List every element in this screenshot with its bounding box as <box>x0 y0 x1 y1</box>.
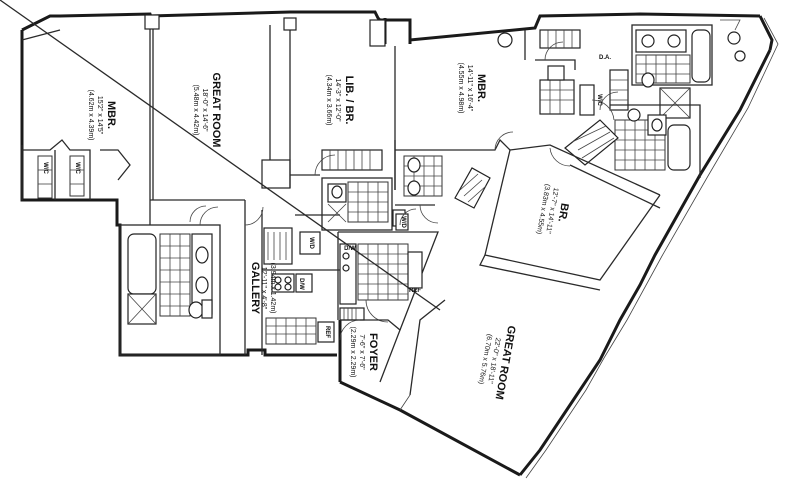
foyer-label: FOYER 7'-6" x 7'-6" (2.29m x 2.29m) <box>349 327 379 378</box>
mbr-east-dim1: 14'-11" x 16'-4" <box>466 65 473 112</box>
great-west-label: GREAT ROOM 18'-0" x 14'-6" (5.48m x 4.42… <box>192 73 222 148</box>
ref-label-a: REF <box>324 326 330 338</box>
wic-label-a: W/C <box>42 162 48 174</box>
great-east-label: GREAT ROOM 22'-0" x 18'-11" (6.70m x 5.7… <box>477 325 517 401</box>
ref-label-b: REF <box>409 288 421 294</box>
east-bedroom-walls <box>484 144 661 281</box>
foyer-dim1: 7'-6" x 7'-6" <box>358 334 365 370</box>
lib-dim1: 14'-3" x 12'-0" <box>334 78 341 122</box>
gallery-dim1: 12'-11" x 4'-8" <box>260 267 267 310</box>
library-bath <box>321 149 406 231</box>
wic-label-c: W/C <box>596 94 602 106</box>
mbr-west-dim2: (4.62m x 4.39m) <box>87 90 94 141</box>
gallery-name: GALLERY <box>249 262 261 315</box>
lib-label: LIB. / BR. 14'-3" x 12'-0" (4.34m x 3.66… <box>325 75 355 126</box>
east-master-suite <box>394 29 629 231</box>
gallery-label: GALLERY 12'-11" x 4'-8" (3.94m x 1.42m) <box>249 262 276 315</box>
dw-label-b: D/W <box>344 246 356 252</box>
br-name: BR. <box>555 202 570 223</box>
wd-label-a: W/D <box>308 237 314 249</box>
da-label: D.A. <box>599 55 611 61</box>
foyer-name: FOYER <box>367 333 379 371</box>
foyer-dim2: (2.29m x 2.29m) <box>349 327 356 378</box>
mbr-east-label: MBR. 14'-11" x 16'-4" (4.55m x 4.98m) <box>457 63 487 114</box>
great-west-dim1: 18'-0" x 14'-6" <box>201 88 208 132</box>
wic-label-b: W/C <box>74 162 80 174</box>
mbr-east-name: MBR. <box>475 74 487 102</box>
great-west-dim2: (5.48m x 4.42m) <box>192 85 199 136</box>
west-interior-walls <box>21 14 396 225</box>
east-master-bath <box>631 24 746 119</box>
gallery-dim2: (3.94m x 1.42m) <box>269 263 276 314</box>
mbr-west-label: MBR. 15'2" x 14'5" (4.62m x 4.39m) <box>87 90 117 141</box>
window-band <box>525 17 779 479</box>
center-kitchen <box>337 231 439 331</box>
mbr-east-dim2: (4.55m x 4.98m) <box>457 63 464 114</box>
foyer-walls <box>339 319 401 383</box>
great-west-name: GREAT ROOM <box>210 73 222 148</box>
gallery-kitchen-area <box>244 200 340 355</box>
west-master-bath <box>119 206 221 356</box>
lib-dim2: (4.34m x 3.66m) <box>325 75 332 126</box>
east-great-room-walls <box>0 0 601 411</box>
fixture-labels: W/C W/C W/C W/D W/D D.A. D/W D/W REF REF <box>42 55 611 338</box>
room-labels: MBR. 15'2" x 14'5" (4.62m x 4.39m) GREAT… <box>87 63 571 401</box>
wd-label-b: W/D <box>400 216 406 228</box>
mbr-west-dim1: 15'2" x 14'5" <box>96 96 103 135</box>
dw-label-a: D/W <box>298 278 304 290</box>
lib-name: LIB. / BR. <box>343 76 355 125</box>
second-bath <box>549 99 701 178</box>
door-swings <box>189 41 619 226</box>
mbr-west-name: MBR. <box>105 101 117 129</box>
br-label: BR. 12'-7" x 14'-11" (3.83m x 4.55m) <box>535 183 571 234</box>
